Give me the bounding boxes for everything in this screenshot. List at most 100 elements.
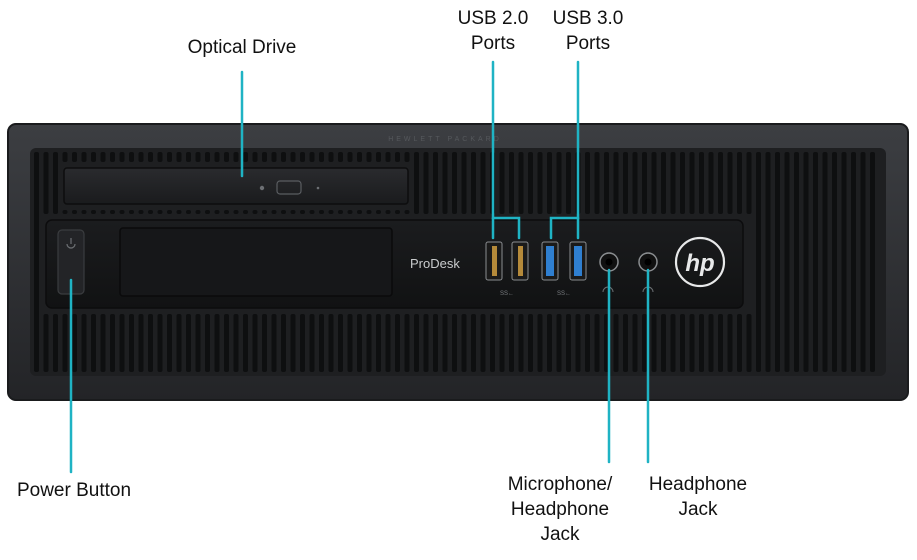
vent-slot [423,314,429,372]
vent-slot [319,152,324,162]
label-microphone-jack: Microphone/ Headphone Jack [496,472,624,547]
vent-slot [110,210,115,214]
vent-slot [328,152,334,162]
vent-slot [594,314,600,372]
vent-slot [167,152,172,162]
vent-slot [195,210,201,214]
vent-slot [395,210,400,214]
callout-lines [69,60,650,474]
vent-slot [176,152,182,162]
vent-slot [708,314,714,372]
vent-slot [556,314,562,372]
vent-slot [129,210,134,214]
usb2-port-1-contact [492,246,497,276]
vent-slot [233,314,239,372]
vent-slot [72,314,77,372]
chassis-engraving: HEWLETT PACKARD [388,136,502,143]
vent-slot [699,314,704,372]
vent-slot [62,314,68,372]
vent-slot [651,152,657,214]
front-vents [34,152,875,372]
vent-slot [186,210,191,214]
vent-slot [347,314,353,372]
vent-slot [471,314,476,372]
callout-line-usb2 [491,60,521,240]
vent-slot [214,210,220,214]
vent-slot [81,152,87,162]
vent-slot [661,152,666,214]
usb3-port-1-contact [546,246,554,276]
vent-slot [442,152,448,214]
vent-slot [271,314,277,372]
optical-drive-eject-button[interactable] [276,180,302,195]
vent-slot [262,210,267,214]
vent-slot [661,314,666,372]
vent-slot [385,152,391,162]
vent-slot [62,152,68,162]
callout-line-usb3 [549,60,580,240]
vent-slot [480,314,486,372]
vent-slot [452,314,457,372]
vent-slot [328,314,334,372]
vent-slot [205,210,210,214]
vent-slot [737,314,742,372]
label-headphone-line1: Headphone [648,474,748,495]
vent-slot [414,152,419,214]
hp-logo-text: hp [685,250,714,277]
vent-slot [309,314,315,372]
vent-slot [642,314,647,372]
vent-slot [594,152,600,214]
label-mic-line2: Headphone [510,499,610,520]
microphone-jack-hole [605,258,613,266]
vent-slot [34,152,39,372]
vent-slot [813,152,818,372]
blank-drive-bay [119,227,393,297]
label-headphone-jack: Headphone Jack [638,472,758,522]
vent-slot [395,314,400,372]
vent-slot [689,152,695,214]
vent-slot [214,152,220,162]
vent-slot [81,314,87,372]
vent-slot [499,314,505,372]
vent-slot [328,210,334,214]
vent-slot [357,210,362,214]
vent-slot [81,210,87,214]
vent-slot [224,210,229,214]
vent-slot [252,210,258,214]
optical-drive-led [259,185,265,191]
vent-slot [157,152,163,162]
vent-slot [338,314,343,372]
vent-slot [385,210,391,214]
usb3-marking: SS← [557,291,571,297]
vent-slot [252,314,258,372]
vent-slot [528,314,533,372]
vent-slot [376,314,381,372]
vent-slot [613,314,619,372]
vent-slot [433,314,438,372]
vent-slot [357,152,362,162]
vent-slot [53,314,58,372]
vent-slot [746,314,752,372]
vent-slot [395,152,400,162]
usb2-port-2-contact [518,246,523,276]
vent-slot [404,152,410,162]
vent-slot [262,314,267,372]
vent-slot [281,210,286,214]
vent-slot [528,152,533,214]
vent-slot [338,210,343,214]
vent-slot [91,152,96,162]
optical-drive-bay [63,167,409,205]
power-icon [66,238,76,249]
vent-slot [357,314,362,372]
vent-slot [737,152,742,214]
headphone-jack-hole [644,258,652,266]
label-mic-line1: Microphone/ [507,474,613,495]
vent-slot [832,152,837,372]
vent-slot [518,152,524,214]
vent-slot [442,314,448,372]
vent-slot [233,210,239,214]
vent-slot [756,152,761,372]
vent-slot [195,152,201,162]
vent-slot [746,152,752,214]
